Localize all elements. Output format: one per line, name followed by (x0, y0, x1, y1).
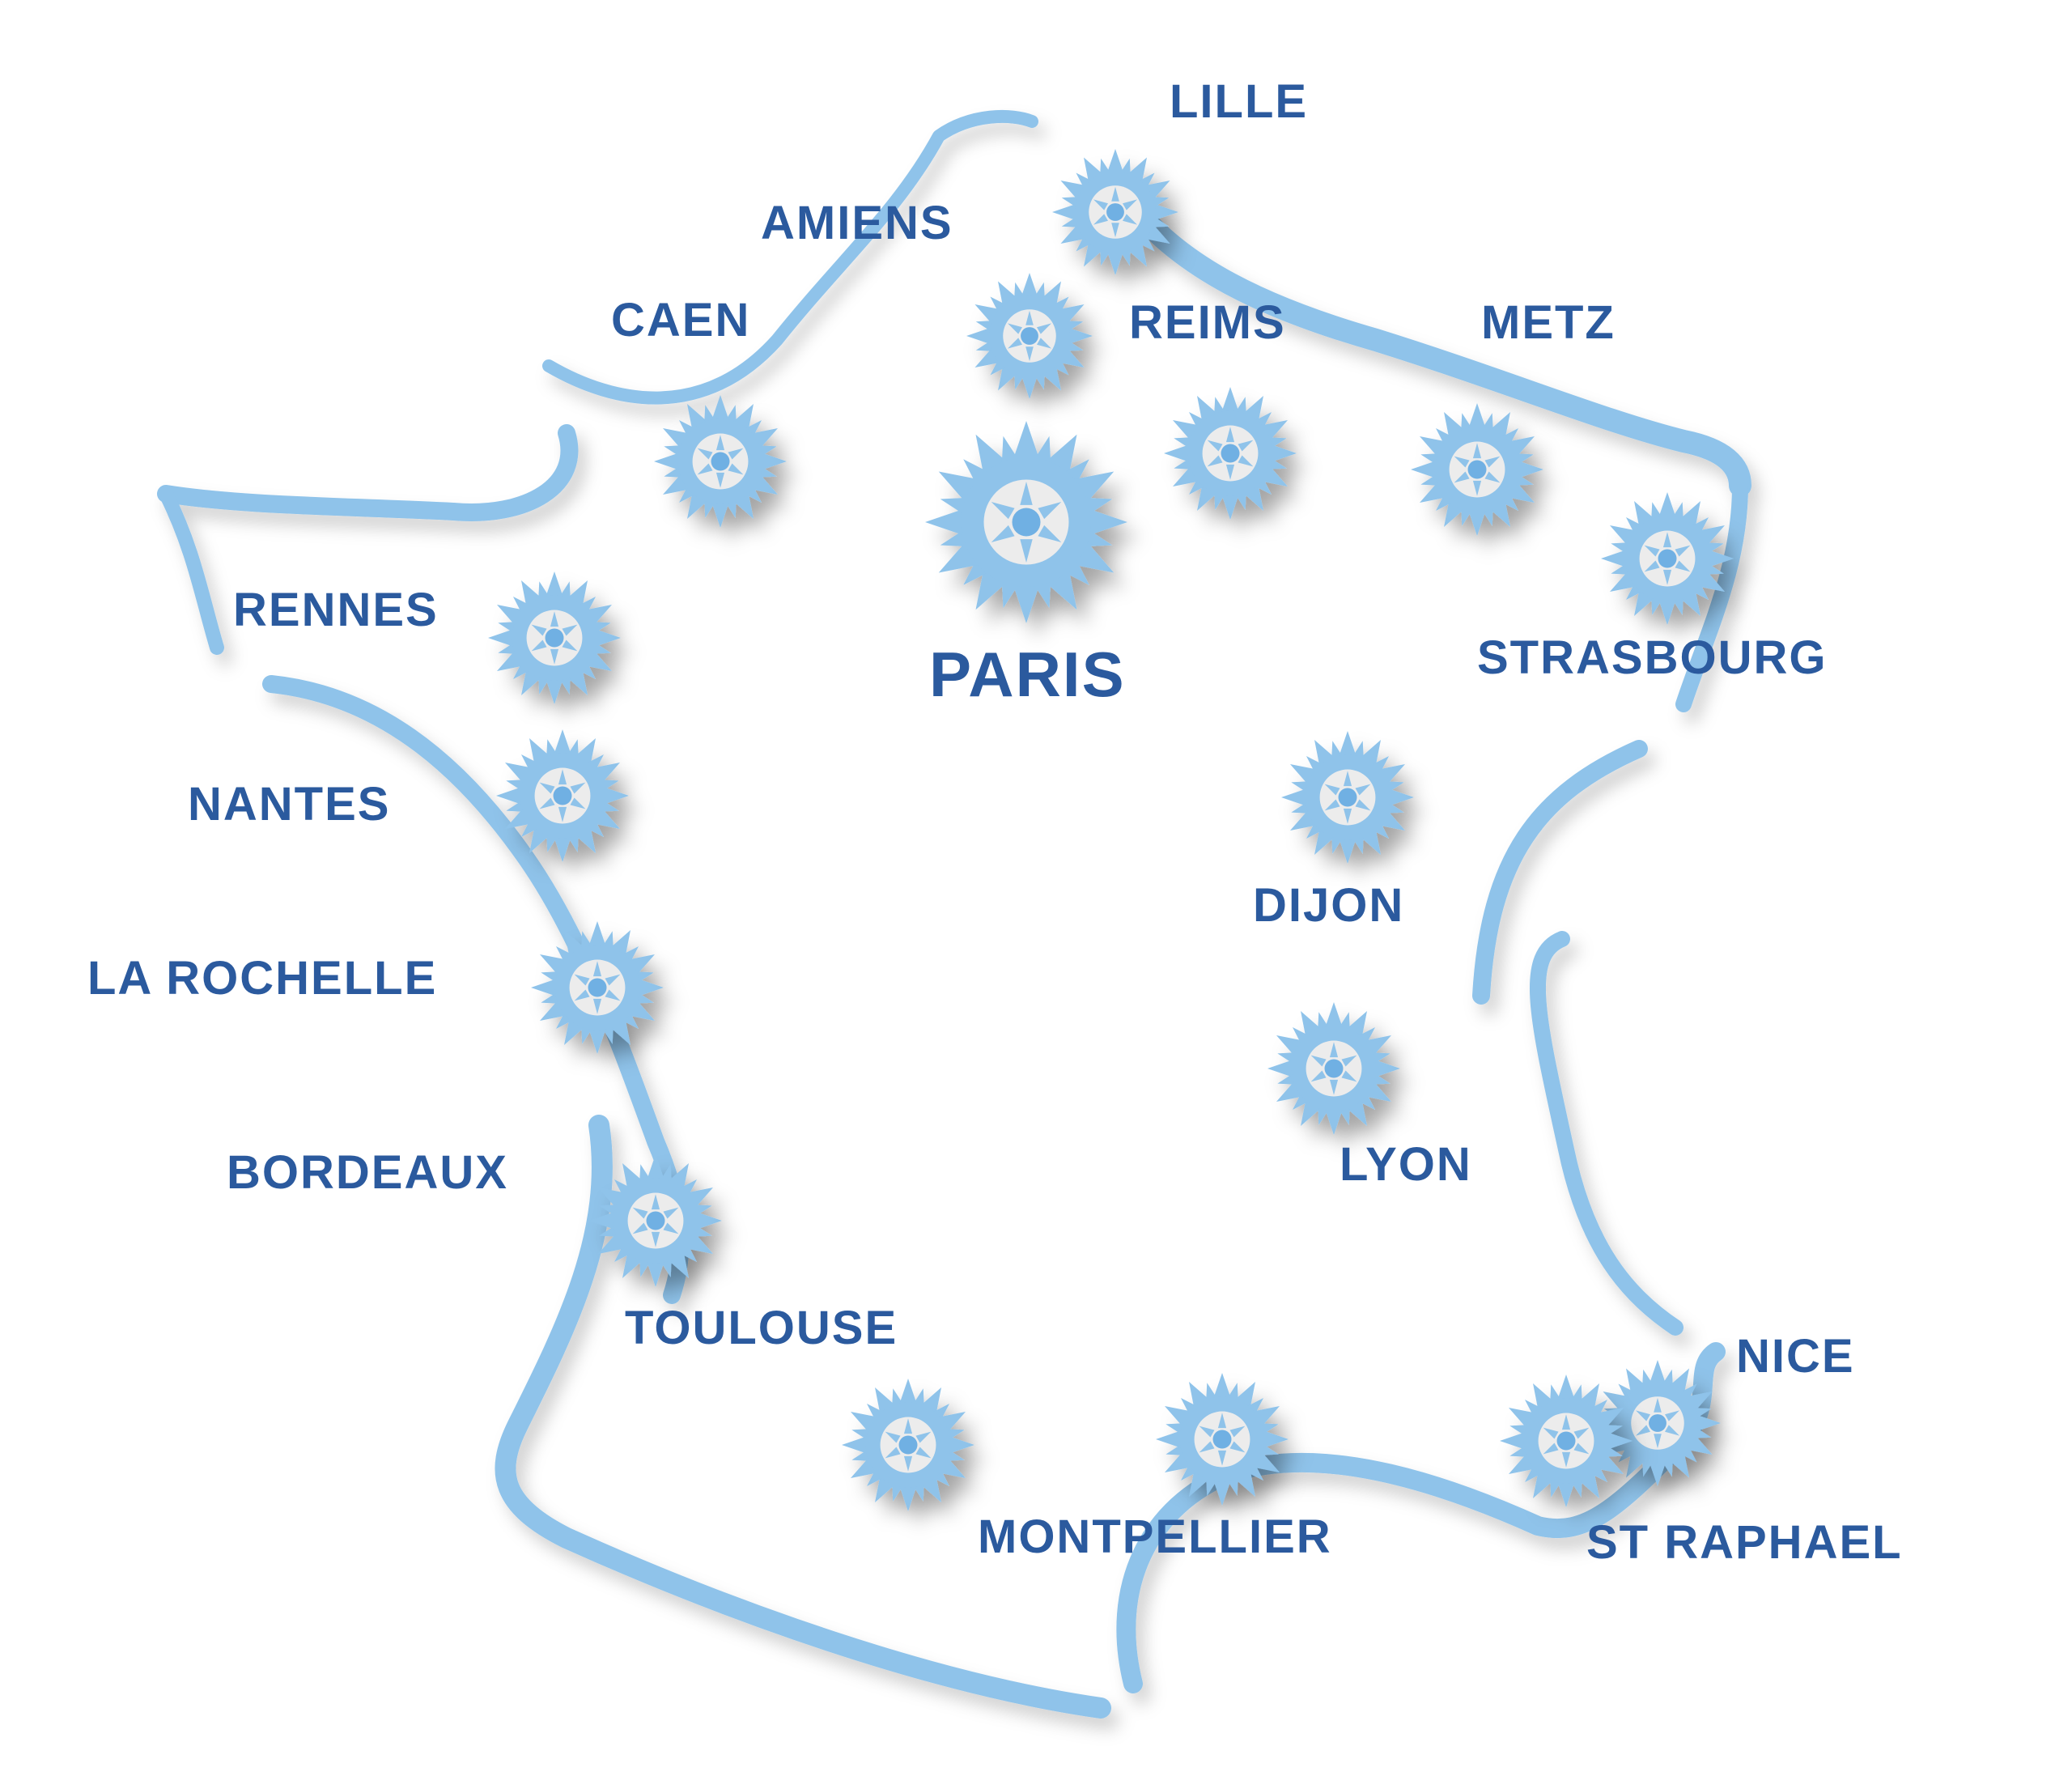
outline-rhine (1675, 478, 1748, 712)
outline-jura (1472, 740, 1648, 1005)
strasbourg-snowflake-rosette-icon (1601, 492, 1734, 625)
lyon-snowflake-rosette-icon (1267, 1002, 1400, 1135)
paris-snowflake-rosette-icon (925, 421, 1127, 623)
city-label-metz: METZ (1481, 296, 1616, 349)
city-label-caen: CAEN (611, 294, 750, 346)
city-label-reims: REIMS (1129, 296, 1286, 349)
outline-brittany-top (157, 424, 579, 521)
outline-alps (1529, 931, 1684, 1336)
city-label-bordeaux: BORDEAUX (227, 1146, 508, 1199)
city-label-strasbourg: STRASBOURG (1477, 631, 1827, 684)
outline-north-coast (542, 110, 1038, 405)
lille-snowflake-rosette-icon (1052, 149, 1178, 275)
france-outline (157, 110, 1751, 1719)
amiens-snowflake-rosette-icon (966, 273, 1093, 399)
outline-southwest (495, 1115, 1111, 1719)
city-label-lille: LILLE (1170, 75, 1308, 128)
rennes-snowflake-rosette-icon (488, 571, 621, 704)
city-label-la-rochelle: LA ROCHELLE (87, 952, 437, 1005)
dijon-snowflake-rosette-icon (1281, 731, 1414, 864)
city-label-toulouse: TOULOUSE (625, 1302, 898, 1354)
la-rochelle-snowflake-rosette-icon (531, 921, 664, 1054)
city-label-nantes: NANTES (188, 778, 390, 831)
city-label-paris: PARIS (929, 639, 1126, 710)
city-label-dijon: DIJON (1253, 879, 1404, 932)
caen-snowflake-rosette-icon (654, 395, 787, 528)
city-label-rennes: RENNES (233, 584, 439, 636)
city-label-amiens: AMIENS (761, 197, 953, 249)
city-label-st-raphael: ST RAPHAEL (1586, 1516, 1903, 1569)
toulouse-snowflake-rosette-icon (842, 1379, 974, 1511)
city-label-montpellier: MONTPELLIER (978, 1510, 1332, 1563)
city-markers (488, 149, 1734, 1511)
nantes-snowflake-rosette-icon (496, 729, 629, 862)
st-raphael-snowflake-rosette-icon (1500, 1374, 1633, 1507)
bordeaux-snowflake-rosette-icon (589, 1154, 722, 1287)
reims-snowflake-rosette-icon (1164, 387, 1297, 520)
metz-snowflake-rosette-icon (1411, 403, 1543, 536)
city-label-nice: NICE (1736, 1330, 1855, 1383)
outline-northeast (1122, 195, 1751, 497)
city-label-lyon: LYON (1340, 1138, 1472, 1191)
outline-brittany-tip (159, 486, 224, 655)
montpellier-snowflake-rosette-icon (1156, 1373, 1289, 1506)
